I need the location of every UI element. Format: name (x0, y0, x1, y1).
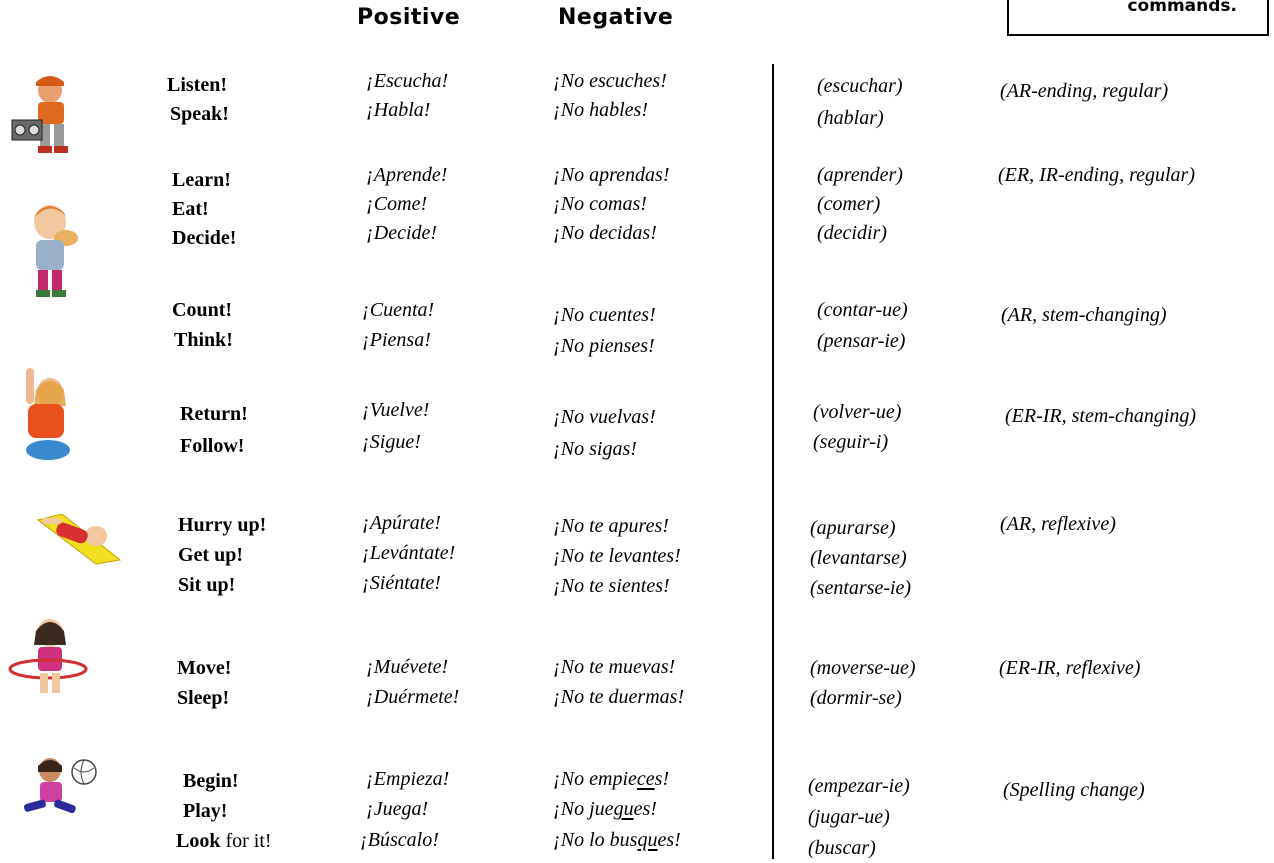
negative-part: es! (633, 798, 657, 820)
negative-command: ¡No sigas! (553, 438, 637, 460)
verb-category: (AR, stem-changing) (1001, 304, 1167, 326)
english-command: Speak! (170, 103, 229, 125)
english-command: Listen! (167, 74, 227, 96)
positive-command: ¡Siéntate! (362, 572, 441, 594)
negative-command: ¡No empieces! (553, 765, 669, 794)
positive-command: ¡Habla! (366, 99, 431, 121)
negative-command: ¡No pienses! (553, 335, 655, 357)
negative-part: s! (654, 768, 670, 790)
infinitive: (contar-ue) (817, 299, 908, 321)
english-command: Decide! (172, 227, 237, 249)
positive-command: ¡Empieza! (366, 768, 450, 790)
girl-raising-hand-clipart (26, 368, 70, 460)
verb-category: (AR, reflexive) (1000, 513, 1116, 535)
positive-command: ¡Cuenta! (362, 299, 435, 321)
infinitive: (buscar) (808, 837, 876, 859)
infinitive: (pensar-ie) (817, 330, 906, 352)
positive-command: ¡Come! (366, 193, 428, 215)
negative-command: ¡No te apures! (553, 515, 669, 537)
english-command: Learn! (172, 169, 231, 191)
column-divider (772, 64, 774, 859)
english-command: Sit up! (178, 574, 236, 596)
verb-category: (ER-IR, reflexive) (999, 657, 1141, 679)
negative-command: ¡No te muevas! (553, 656, 676, 678)
infinitive: (apurarse) (810, 517, 896, 539)
boy-on-mat-clipart (36, 513, 122, 565)
english-command: Eat! (172, 198, 209, 220)
infinitive: (dormir-se) (810, 687, 902, 709)
english-command: Move! (177, 657, 232, 679)
english-command: Begin! (183, 770, 239, 792)
boy-eating-clipart (34, 205, 78, 297)
negative-command: ¡No te levantes! (553, 545, 681, 567)
english-command: Count! (172, 299, 233, 321)
negative-command: ¡No te sientes! (553, 575, 670, 597)
english-command: Get up! (178, 544, 243, 566)
infinitive: (jugar-ue) (808, 806, 890, 828)
positive-command: ¡Aprende! (366, 164, 448, 186)
spelling-change-underline: qu (637, 829, 658, 851)
infinitive: (aprender) (817, 164, 903, 186)
verb-category: (ER-IR, stem-changing) (1005, 405, 1197, 427)
english-command: Sleep! (177, 687, 230, 709)
verb-category: (AR-ending, regular) (1000, 80, 1169, 102)
english-command: Play! (183, 800, 228, 822)
english-command: Return! (180, 403, 248, 425)
negative-part: es! (657, 829, 681, 851)
girl-volleyball-clipart (23, 758, 97, 814)
english-command: Look (176, 830, 221, 852)
positive-command: ¡Búscalo! (360, 829, 439, 851)
girl-hula-hoop-clipart (8, 619, 88, 693)
negative-part: ¡No jue (553, 798, 614, 820)
infinitive: (decidir) (817, 222, 887, 244)
negative-command: ¡No hables! (553, 99, 648, 121)
negative-command: ¡No cuentes! (553, 304, 656, 326)
positive-command: ¡Vuelve! (362, 399, 430, 421)
negative-command: ¡No lo busques! (553, 826, 681, 855)
positive-command: ¡Piensa! (362, 329, 431, 351)
negative-command: ¡No te duermas! (553, 686, 685, 708)
english-command: Think! (174, 329, 233, 351)
spelling-change-underline: gu (613, 798, 634, 820)
header-negative: Negative (558, 5, 674, 30)
negative-part: ¡No lo bus (553, 829, 638, 851)
positive-command: ¡Decide! (366, 222, 438, 244)
negative-command: ¡No aprendas! (553, 164, 670, 186)
infinitive: (hablar) (817, 107, 884, 129)
positive-command: ¡Juega! (366, 798, 429, 820)
positive-command: ¡Apúrate! (362, 512, 441, 534)
negative-command: ¡No escuches! (553, 70, 667, 92)
negative-command: ¡No vuelvas! (553, 406, 656, 428)
infinitive: (empezar-ie) (808, 775, 910, 797)
positive-command: ¡Duérmete! (366, 686, 460, 708)
english-command-suffix: for it! (220, 830, 272, 852)
english-command-look: Look for it! (176, 827, 272, 856)
verb-category: (Spelling change) (1003, 779, 1145, 801)
infinitive: (comer) (817, 193, 881, 215)
infinitive: (seguir-i) (813, 431, 889, 453)
negative-command: ¡No juegues! (553, 795, 657, 824)
positive-command: ¡Levántate! (362, 542, 456, 564)
english-command: Follow! (180, 435, 245, 457)
spelling-change-underline: ce (636, 768, 655, 790)
english-command: Hurry up! (178, 514, 267, 536)
infinitive: (moverse-ue) (810, 657, 916, 679)
corner-note: commands. (1127, 0, 1237, 16)
infinitive: (volver-ue) (813, 401, 902, 423)
positive-command: ¡Muévete! (366, 656, 449, 678)
positive-command: ¡Sigue! (362, 431, 421, 453)
negative-command: ¡No comas! (553, 193, 647, 215)
infinitive: (sentarse-ie) (810, 577, 912, 599)
boy-boombox-clipart (11, 76, 68, 153)
corner-note-box: commands. (1007, 0, 1269, 36)
infinitive: (escuchar) (817, 75, 903, 97)
positive-command: ¡Escucha! (366, 70, 449, 92)
header-positive: Positive (357, 5, 461, 30)
infinitive: (levantarse) (810, 547, 907, 569)
negative-part: ¡No empie (553, 768, 637, 790)
verb-category: (ER, IR-ending, regular) (998, 164, 1195, 186)
negative-command: ¡No decidas! (553, 222, 657, 244)
